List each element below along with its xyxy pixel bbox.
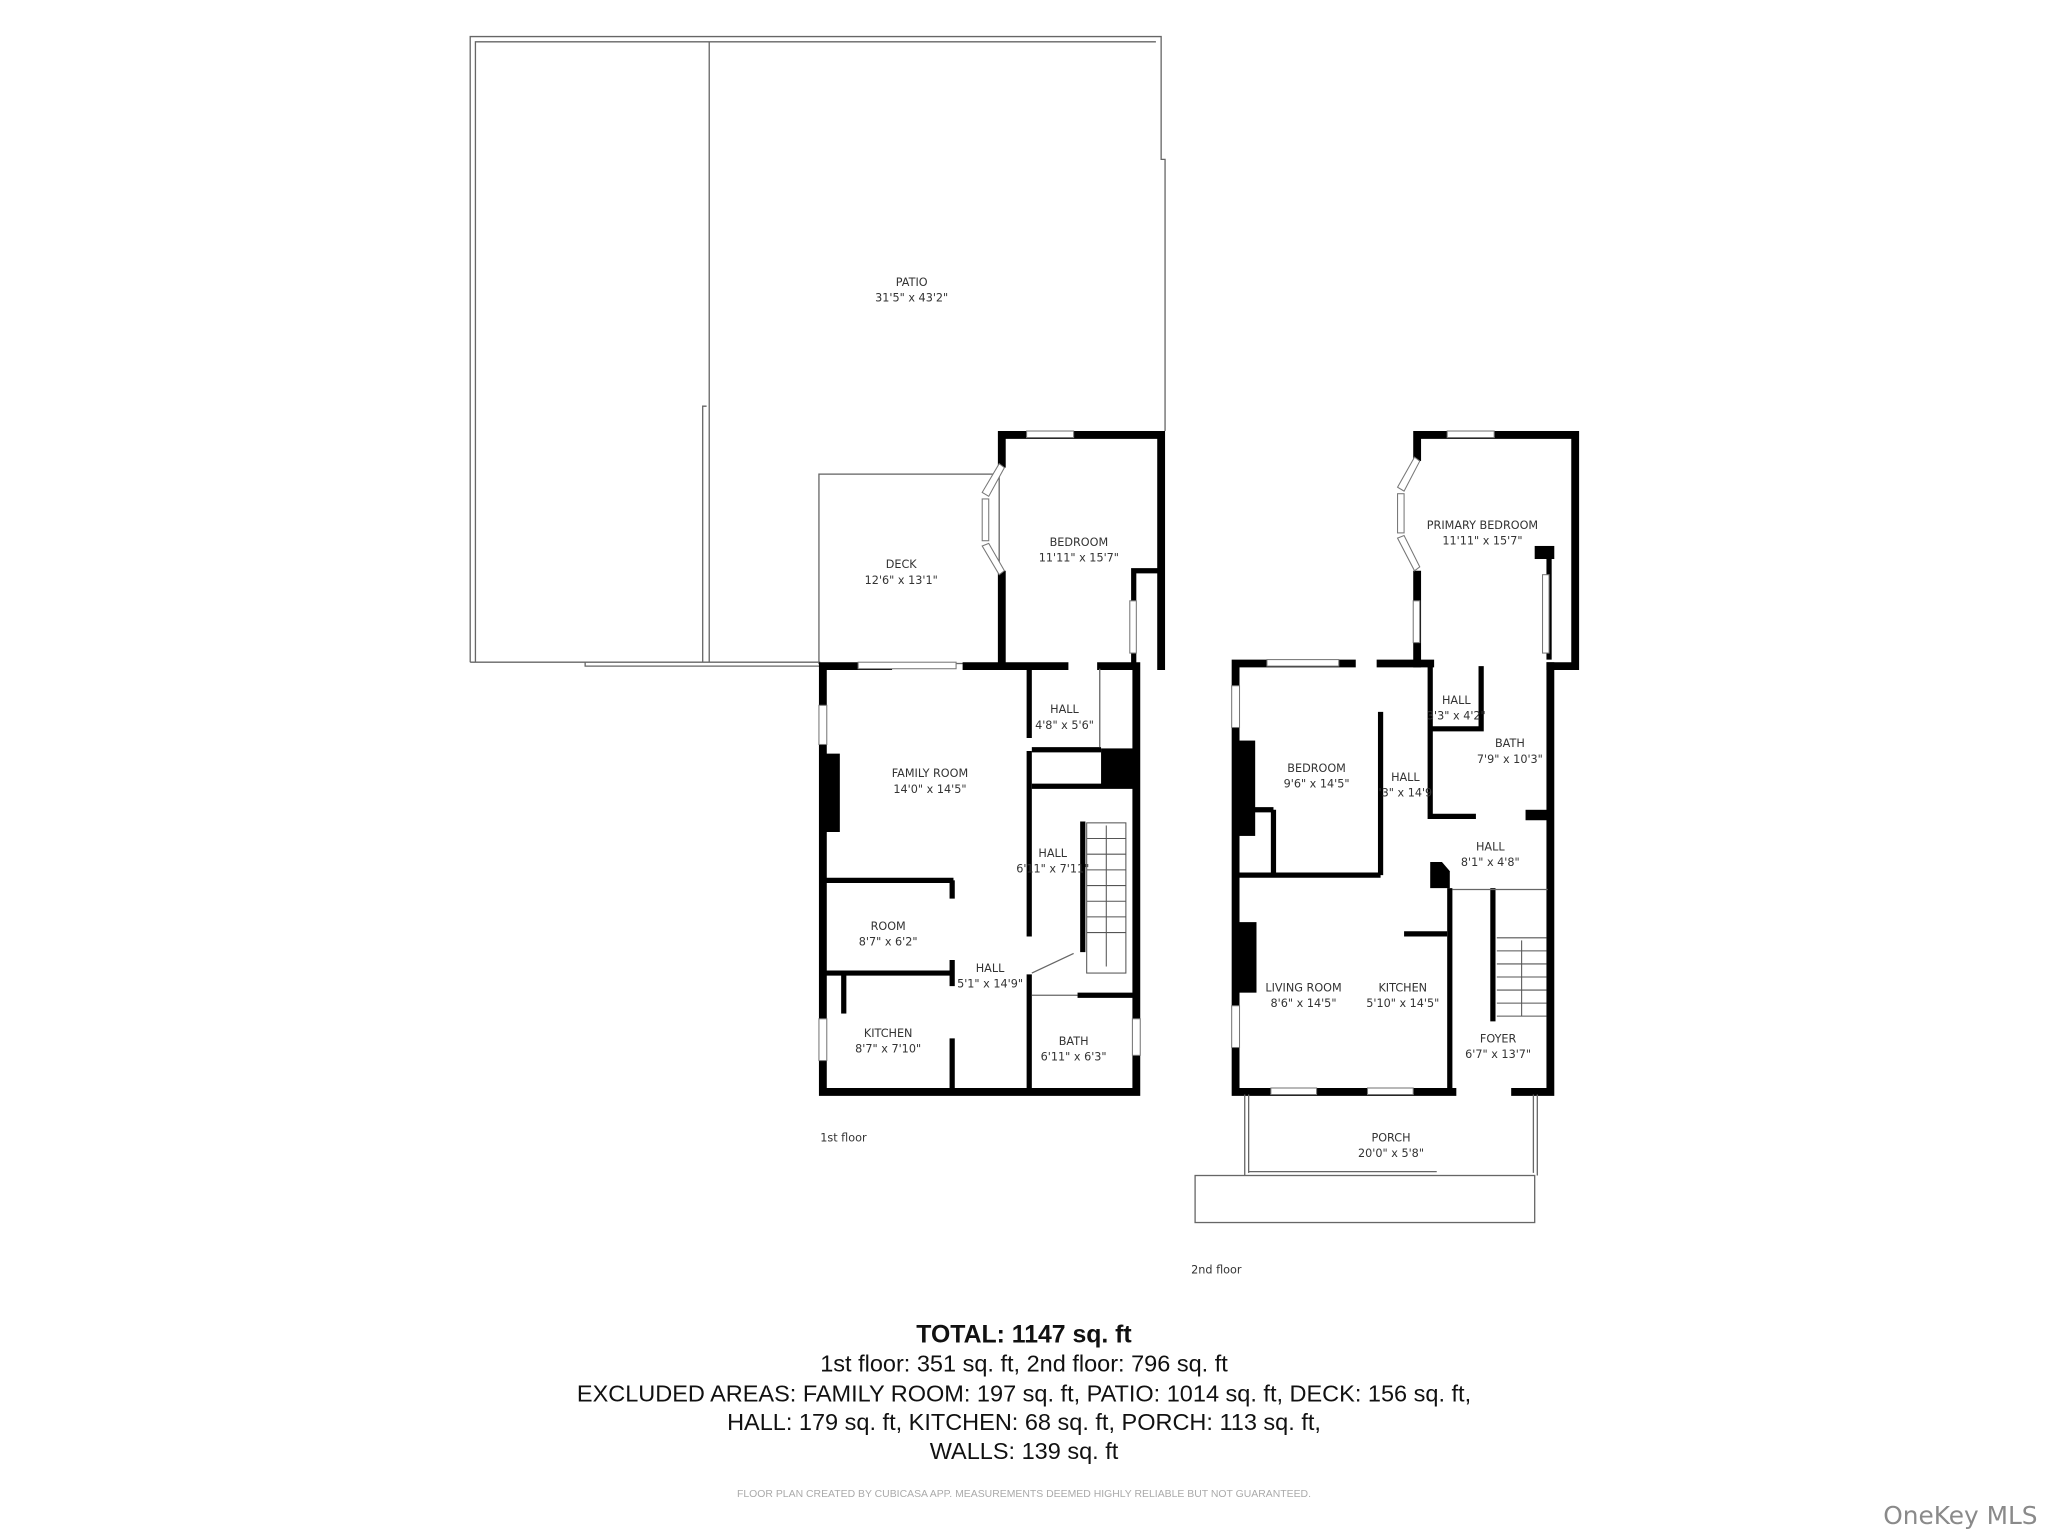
room-name: HALL xyxy=(1476,840,1505,853)
porch-outline xyxy=(1194,1094,1538,1224)
room-dims: 8'6" x 14'5" xyxy=(1271,997,1337,1010)
total-area: TOTAL: 1147 sq. ft xyxy=(916,1322,1131,1349)
second-floor-plan: PRIMARY BEDROOM 11'11" x 15'7" BEDROOM 9… xyxy=(1191,430,1580,1276)
room-dims: 20'0" x 5'8" xyxy=(1358,1147,1424,1160)
room-dims: 9'6" x 14'5" xyxy=(1284,778,1350,791)
room-dims: 3'3" x 4'2" xyxy=(1427,710,1486,723)
room-name: PATIO xyxy=(896,276,928,289)
room-dims: 11'11" x 15'7" xyxy=(1442,535,1522,548)
bedroom-walls xyxy=(981,430,1166,671)
room-dims: 31'5" x 43'2" xyxy=(875,292,948,305)
first-floor-stairs xyxy=(1086,822,1127,974)
floor-label: 1st floor xyxy=(820,1132,867,1145)
patio-outline xyxy=(469,35,1166,667)
room-name: DECK xyxy=(886,558,918,571)
room-name: FAMILY ROOM xyxy=(892,767,968,780)
room-name: BATH xyxy=(1495,737,1525,750)
room-dims: 7'9" x 10'3" xyxy=(1477,753,1543,766)
room-dims: 8'7" x 6'2" xyxy=(859,936,918,949)
room-name: HALL xyxy=(1391,771,1420,784)
room-dims: 6'11" x 6'3" xyxy=(1041,1051,1107,1064)
room-dims: 4'8" x 5'6" xyxy=(1035,719,1094,732)
second-floor-walls xyxy=(1231,659,1555,1096)
area-summary: TOTAL: 1147 sq. ft 1st floor: 351 sq. ft… xyxy=(577,1322,1471,1500)
summary-line: 1st floor: 351 sq. ft, 2nd floor: 796 sq… xyxy=(820,1350,1228,1376)
room-dims: 12'6" x 13'1" xyxy=(865,574,938,587)
room-name: HALL xyxy=(1442,694,1471,707)
room-name: KITCHEN xyxy=(1378,981,1427,994)
room-name: KITCHEN xyxy=(864,1027,913,1040)
room-dims: 14'0" x 14'5" xyxy=(893,783,966,796)
room-name: HALL xyxy=(1050,703,1079,716)
room-name: PORCH xyxy=(1371,1132,1410,1145)
floor-label: 2nd floor xyxy=(1191,1263,1242,1276)
summary-line: WALLS: 139 sq. ft xyxy=(930,1438,1119,1464)
room-name: HALL xyxy=(1038,847,1067,860)
summary-line: EXCLUDED AREAS: FAMILY ROOM: 197 sq. ft,… xyxy=(577,1380,1471,1406)
primary-bedroom-walls xyxy=(1396,430,1580,671)
room-dims: 5'10" x 14'5" xyxy=(1366,997,1439,1010)
second-floor-stairs xyxy=(1496,937,1547,1017)
first-floor-plan: PATIO 31'5" x 43'2" DECK 12'6" x 13'1" B… xyxy=(469,35,1166,1145)
room-name: BEDROOM xyxy=(1287,762,1346,775)
room-name: HALL xyxy=(976,962,1005,975)
room-dims: 8'7" x 7'10" xyxy=(855,1043,921,1056)
room-name: LIVING ROOM xyxy=(1265,981,1341,994)
first-floor-walls xyxy=(818,661,1141,1096)
watermark-logo: OneKey MLS xyxy=(1883,1501,2037,1530)
room-dims: 6'7" x 13'7" xyxy=(1465,1048,1531,1061)
room-name: FOYER xyxy=(1480,1032,1517,1045)
disclaimer: FLOOR PLAN CREATED BY CUBICASA APP. MEAS… xyxy=(737,1489,1311,1500)
room-name: BEDROOM xyxy=(1050,536,1109,549)
summary-line: HALL: 179 sq. ft, KITCHEN: 68 sq. ft, PO… xyxy=(727,1409,1321,1435)
room-name: ROOM xyxy=(871,920,906,933)
second-floor-labels: PRIMARY BEDROOM 11'11" x 15'7" BEDROOM 9… xyxy=(1191,519,1543,1276)
room-dims: 11'11" x 15'7" xyxy=(1039,552,1119,565)
first-floor-labels: PATIO 31'5" x 43'2" DECK 12'6" x 13'1" B… xyxy=(820,276,1119,1145)
room-name: PRIMARY BEDROOM xyxy=(1427,519,1538,532)
room-dims: 5'1" x 14'9" xyxy=(957,977,1023,990)
room-dims: 6'11" x 7'11" xyxy=(1016,862,1089,875)
room-dims: 8'1" x 4'8" xyxy=(1461,856,1520,869)
room-dims: '3" x 14'9 xyxy=(1379,787,1433,800)
room-name: BATH xyxy=(1059,1035,1089,1048)
